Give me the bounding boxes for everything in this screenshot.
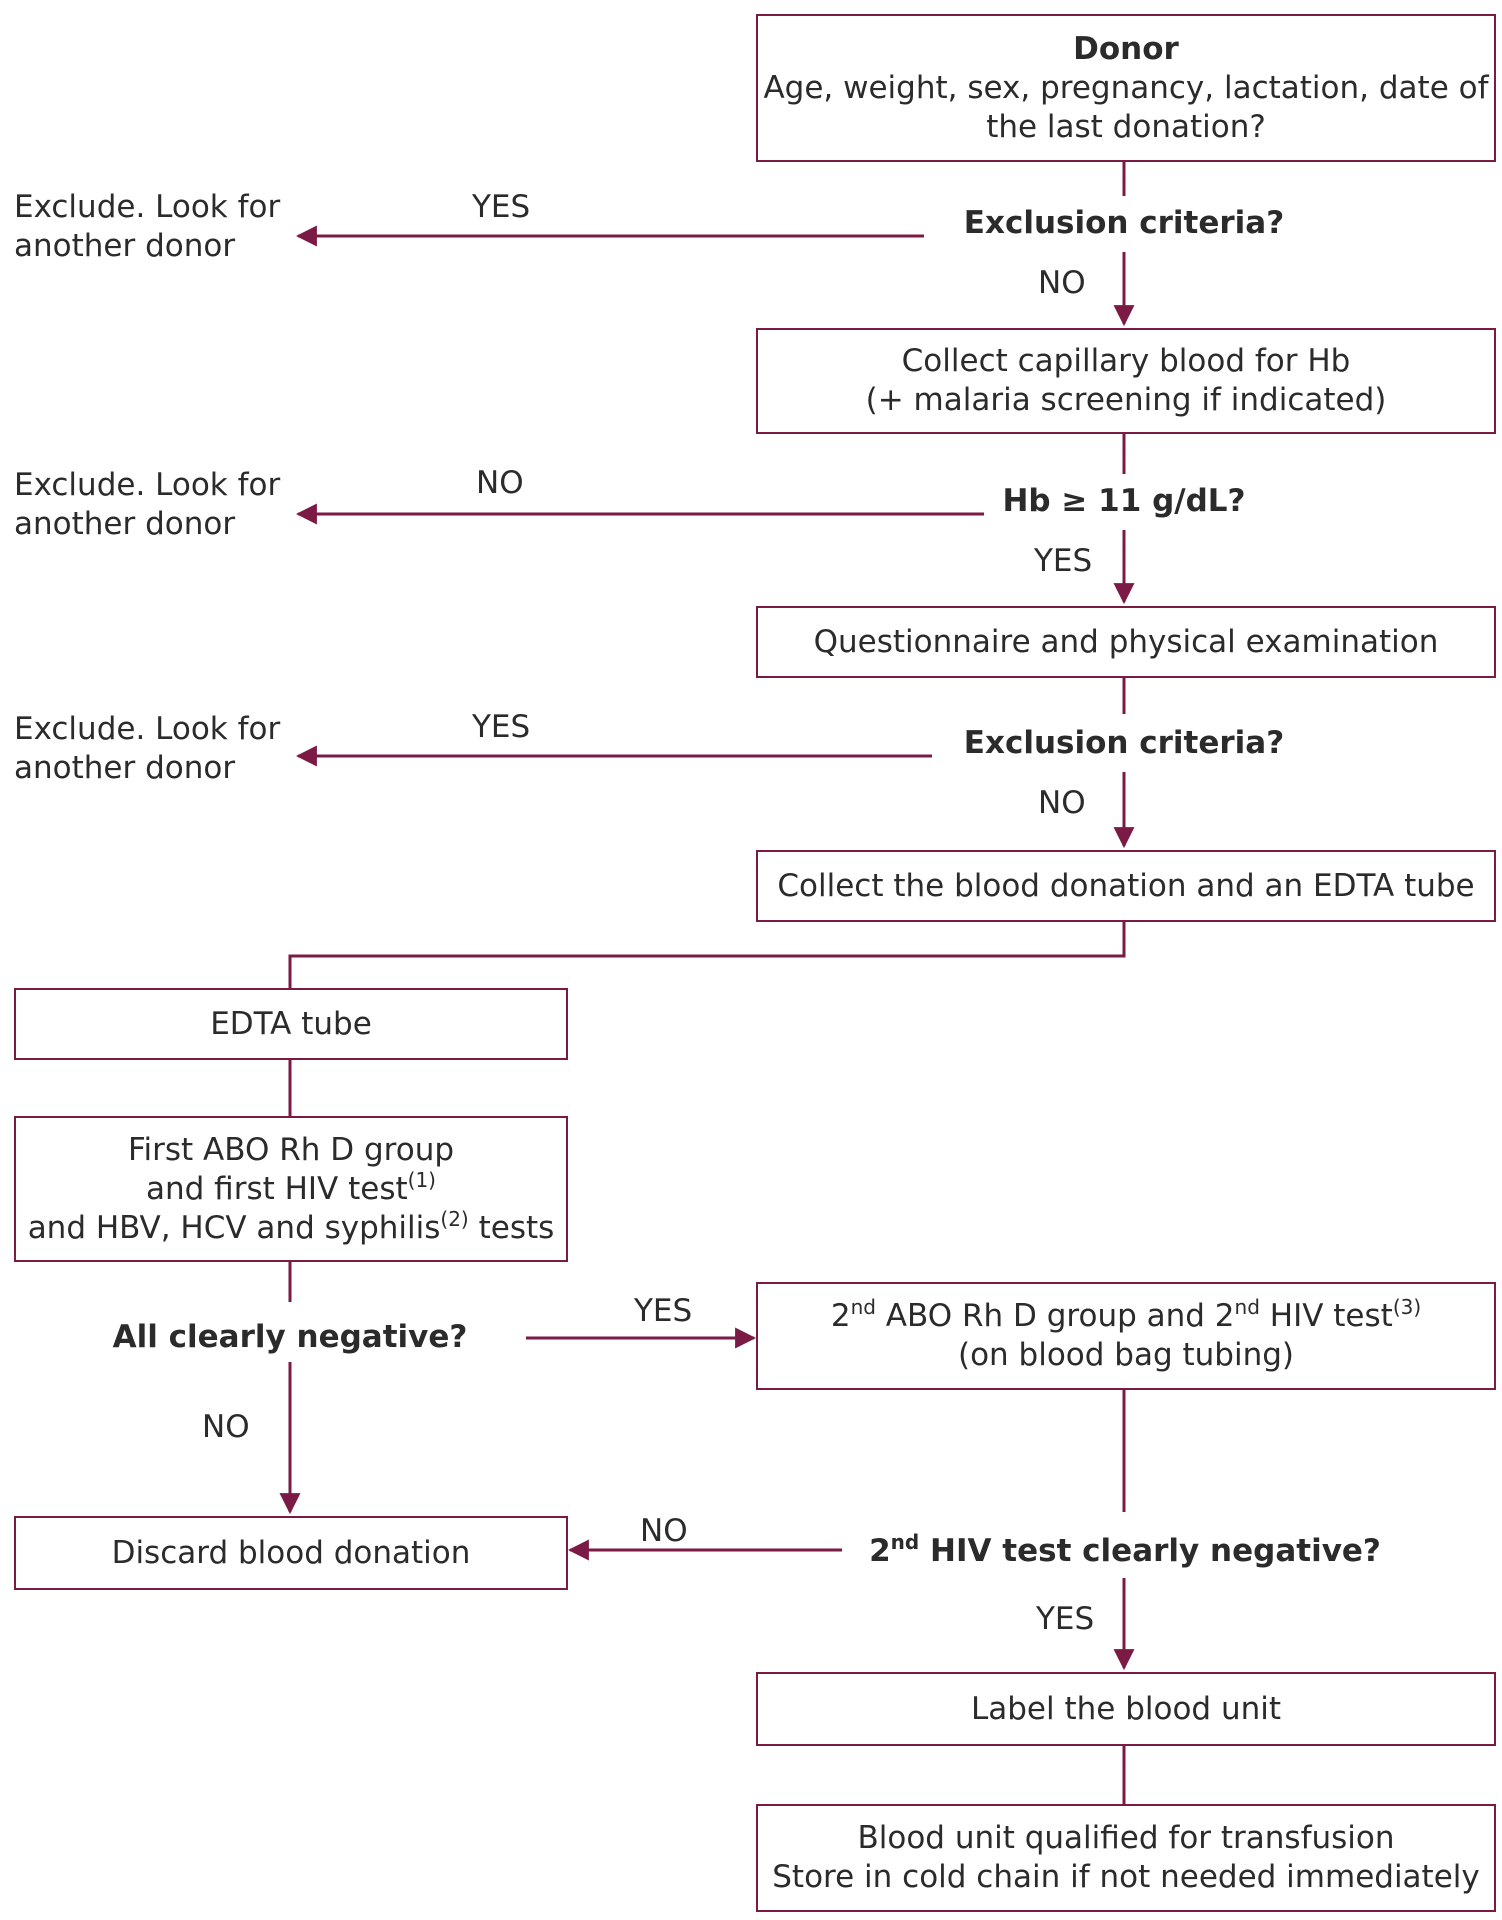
exclusion-criteria-question-1: Exclusion criteria? [963,205,1285,241]
exclusion-criteria-question-2: Exclusion criteria? [963,725,1285,761]
second-tests-p1: 2 [830,1298,851,1334]
first-tests-line3: and HBV, HCV and syphilis(2) tests [28,1209,555,1248]
first-tests-line2: and first HIV test(1) [146,1170,436,1209]
collect-hb-box: Collect capillary blood for Hb (+ malari… [756,328,1496,434]
donor-box: Donor Age, weight, sex, pregnancy, lacta… [756,14,1496,162]
donor-title: Donor [1073,30,1179,67]
second-tests-line2: (on blood bag tubing) [957,1337,1295,1373]
second-tests-line1: 2nd ABO Rh D group and 2nd HIV test(3) [831,1297,1421,1336]
label-unit-box: Label the blood unit [756,1672,1496,1746]
exclude-note-1-line1: Exclude. Look for [14,189,281,225]
second-hiv-question-text: HIV test clearly negative? [919,1533,1381,1569]
criteria2-no-label: NO [1038,785,1086,821]
label-unit-label: Label the blood unit [970,1690,1282,1727]
hiv-no-label: NO [640,1513,688,1549]
second-hiv-pre: 2 [869,1533,891,1569]
criteria1-no-label: NO [1038,265,1086,301]
qualified-line2: Store in cold chain if not needed immedi… [772,1859,1480,1895]
second-tests-p3: HIV test [1259,1298,1393,1334]
tests-suffix: tests [468,1209,555,1246]
connector-donation-to-edta [288,922,1126,988]
exclude-note-3: Exclude. Look for another donor [14,710,280,788]
second-tests-box: 2nd ABO Rh D group and 2nd HIV test(3) (… [756,1282,1496,1390]
negative-yes-label: YES [634,1293,693,1329]
hb-no-label: NO [476,465,524,501]
second-tests-sup1: nd [850,1295,876,1319]
negative-no-label: NO [202,1409,250,1445]
exclude-note-2: Exclude. Look for another donor [14,466,280,544]
second-hiv-question: 2nd HIV test clearly negative? [820,1532,1430,1571]
second-tests-p2: ABO Rh D group and 2 [875,1298,1235,1334]
qualified-box: Blood unit qualified for transfusion Sto… [756,1804,1496,1912]
donor-line1: Age, weight, sex, pregnancy, lactation, … [763,69,1489,106]
hiv-yes-label: YES [1036,1601,1095,1637]
first-hiv-text: and first HIV test [146,1170,408,1207]
criteria2-yes-label: YES [472,709,531,745]
discard-box: Discard blood donation [14,1516,568,1590]
footnote-ref-2: (2) [440,1206,469,1231]
exclude-note-3-line1: Exclude. Look for [14,711,281,747]
criteria1-yes-label: YES [472,189,531,225]
footnote-ref-3: (3) [1392,1295,1422,1319]
questionnaire-box: Questionnaire and physical examination [756,606,1496,678]
discard-label: Discard blood donation [111,1534,471,1571]
exclude-note-2-line1: Exclude. Look for [14,467,281,503]
edta-tube-label: EDTA tube [210,1005,372,1042]
exclude-note-1-line2: another donor [14,228,236,264]
hbv-hcv-text: and HBV, HCV and syphilis [27,1209,441,1246]
collect-hb-line2: (+ malaria screening if indicated) [865,382,1387,418]
hb-yes-label: YES [1034,543,1093,579]
collect-donation-box: Collect the blood donation and an EDTA t… [756,850,1496,922]
exclude-note-1: Exclude. Look for another donor [14,188,280,266]
collect-hb-line1: Collect capillary blood for Hb [901,343,1351,379]
collect-donation-label: Collect the blood donation and an EDTA t… [777,867,1475,904]
first-tests-line1: First ABO Rh D group [127,1131,455,1168]
second-tests-sup2: nd [1234,1295,1260,1319]
first-tests-box: First ABO Rh D group and first HIV test(… [14,1116,568,1262]
donor-line2: the last donation? [986,108,1266,145]
second-hiv-sup: nd [890,1530,920,1554]
exclude-note-3-line2: another donor [14,750,236,786]
exclude-note-2-line2: another donor [14,506,236,542]
hb-threshold-question: Hb ≥ 11 g/dL? [1002,483,1246,519]
qualified-line1: Blood unit qualified for transfusion [857,1820,1395,1856]
footnote-ref-1: (1) [407,1167,436,1192]
questionnaire-label: Questionnaire and physical examination [813,623,1439,660]
edta-tube-box: EDTA tube [14,988,568,1060]
all-negative-question: All clearly negative? [112,1319,468,1355]
